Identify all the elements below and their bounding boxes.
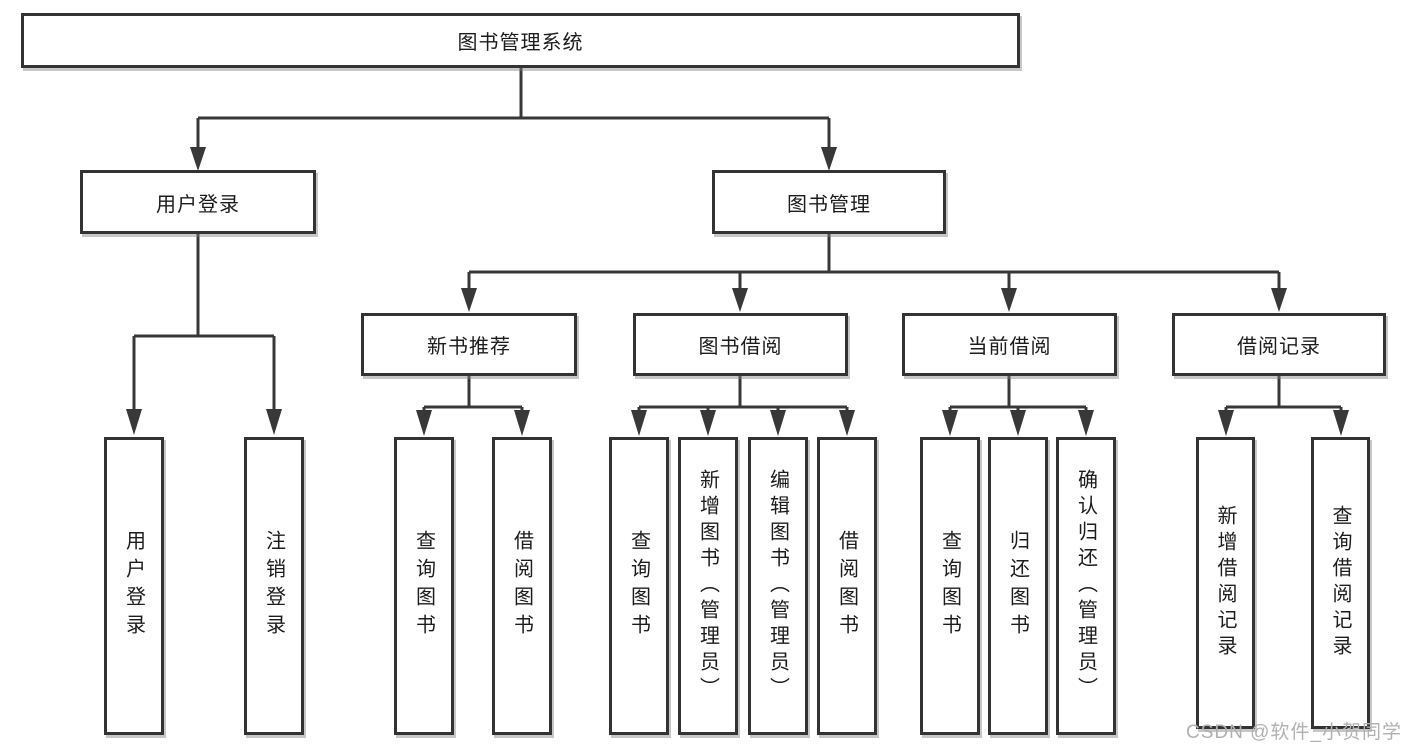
node-library-management-system: 图书管理系统: [21, 13, 1020, 68]
node-current-borrow: 当前借阅: [902, 313, 1117, 376]
node-label: 新增图书（管理员）: [696, 469, 719, 703]
node-label: 借阅图书: [835, 530, 858, 642]
node-label: 当前借阅: [967, 336, 1052, 358]
node-book-borrow: 图书借阅: [633, 313, 848, 376]
node-label: 图书管理系统: [457, 32, 584, 54]
node-borrow-records: 借阅记录: [1172, 313, 1386, 376]
node-label: 确认归还（管理员）: [1074, 469, 1097, 703]
leaf-return-books: 归还图书: [988, 437, 1048, 735]
node-label: 借阅记录: [1237, 336, 1321, 358]
leaf-query-books-borrow: 查询图书: [609, 437, 669, 735]
node-new-book-recommend: 新书推荐: [361, 313, 577, 376]
node-label: 查询借阅记录: [1329, 505, 1351, 661]
leaf-borrow-books: 借阅图书: [817, 437, 877, 735]
leaf-confirm-return-admin: 确认归还（管理员）: [1056, 437, 1116, 735]
node-label: 查询图书: [627, 530, 650, 642]
node-label: 注销登录: [262, 530, 285, 642]
node-label: 查询图书: [938, 530, 961, 642]
node-label: 图书借阅: [698, 336, 783, 358]
leaf-borrow-books-recommend: 借阅图书: [492, 437, 552, 735]
node-book-management: 图书管理: [712, 170, 946, 234]
leaf-edit-books-admin: 编辑图书（管理员）: [748, 437, 808, 735]
csdn-watermark: CSDN @软件_小贺同学: [1186, 722, 1402, 743]
node-label: 图书管理: [787, 193, 871, 216]
node-label: 借阅图书: [510, 530, 533, 642]
node-label: 归还图书: [1006, 530, 1029, 642]
node-label: 用户登录: [122, 530, 145, 642]
node-label: 编辑图书（管理员）: [766, 469, 789, 703]
node-label: 新增借阅记录: [1214, 505, 1236, 661]
leaf-logout: 注销登录: [244, 437, 304, 735]
node-label: 查询图书: [412, 530, 435, 642]
node-user-login: 用户登录: [80, 170, 316, 234]
node-label: 用户登录: [156, 193, 240, 216]
leaf-add-books-admin: 新增图书（管理员）: [678, 437, 738, 735]
leaf-add-borrow-record: 新增借阅记录: [1196, 437, 1255, 729]
leaf-query-books-recommend: 查询图书: [394, 437, 454, 735]
node-label: 新书推荐: [427, 336, 511, 358]
leaf-user-login: 用户登录: [104, 437, 164, 735]
leaf-query-books-current: 查询图书: [920, 437, 980, 735]
leaf-query-borrow-record: 查询借阅记录: [1311, 437, 1370, 729]
